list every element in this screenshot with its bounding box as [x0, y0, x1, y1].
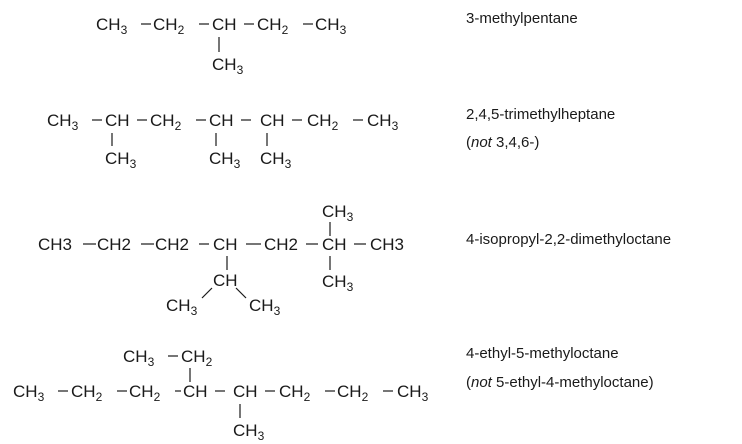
- substituent-group: CH3: [322, 272, 354, 294]
- note-open: (: [466, 374, 471, 391]
- isopropyl-ch: CH: [213, 271, 238, 290]
- substituent-group: CH3: [209, 149, 241, 171]
- structure-4-isopropyl-2-2-dimethyloctane: CH3 CH3 CH2 CH2 CH CH2 CH CH3 CH3 CH CH3…: [38, 202, 404, 318]
- substituent-group: CH3: [166, 296, 198, 318]
- chain-group: CH: [260, 111, 285, 130]
- note-not: not: [471, 374, 492, 391]
- chain-group: CH: [233, 382, 258, 401]
- note-open: (: [466, 134, 471, 151]
- chain-group: CH2: [129, 382, 161, 404]
- chain-group: CH: [105, 111, 130, 130]
- chain-group: CH2: [307, 111, 339, 133]
- chain-group: CH2: [155, 235, 189, 254]
- chain-group: CH2: [279, 382, 311, 404]
- chain-group: CH2: [257, 15, 289, 37]
- chain-group: CH2: [71, 382, 103, 404]
- substituent-group: CH3: [233, 421, 265, 443]
- chain-group: CH3: [13, 382, 45, 404]
- substituent-group: CH3: [322, 202, 354, 224]
- chain-group: CH: [183, 382, 208, 401]
- structure-4-ethyl-5-methyloctane: CH3 CH2 CH3 CH2 CH2 CH CH CH2 CH2 CH3 CH…: [13, 347, 429, 443]
- compound-name-1: 3-methylpentane: [466, 10, 578, 27]
- substituent-group: CH2: [181, 347, 213, 369]
- chain-group: CH3: [38, 235, 72, 254]
- chain-group: CH: [322, 235, 347, 254]
- chain-group: CH2: [150, 111, 182, 133]
- chain-group: CH3: [367, 111, 399, 133]
- chain-group: CH: [213, 235, 238, 254]
- compound-name-4: 4-ethyl-5-methyloctane: [466, 345, 619, 362]
- substituent-group: CH3: [249, 296, 281, 318]
- compound-name-3: 4-isopropyl-2,2-dimethyloctane: [466, 231, 672, 248]
- compound-note-2: (not 3,4,6-): [466, 134, 539, 152]
- substituent-group: CH3: [123, 347, 155, 369]
- compound-name-2: 2,4,5-trimethylheptane: [466, 106, 616, 123]
- chain-group: CH3: [315, 15, 347, 37]
- chain-group: CH3: [47, 111, 79, 133]
- bond: [201, 287, 213, 299]
- substituent-group: CH3: [212, 55, 244, 77]
- note-rest: 3,4,6-): [491, 134, 540, 151]
- chain-group: CH2: [337, 382, 369, 404]
- chain-group: CH3: [96, 15, 128, 37]
- chain-group: CH2: [264, 235, 298, 254]
- chain-group: CH2: [153, 15, 185, 37]
- bond: [235, 287, 247, 299]
- chain-group: CH3: [397, 382, 429, 404]
- substituent-group: CH3: [105, 149, 137, 171]
- chain-group: CH2: [97, 235, 131, 254]
- note-not: not: [471, 134, 492, 151]
- chain-group: CH: [212, 15, 237, 34]
- structure-3-methylpentane: CH3 CH2 CH CH2 CH3 CH3: [96, 15, 347, 77]
- note-rest: 5-ethyl-4-methyloctane): [491, 374, 654, 391]
- chain-group: CH3: [370, 235, 404, 254]
- structure-2-4-5-trimethylheptane: CH3 CH CH2 CH CH CH2 CH3 CH3 CH3 CH3: [47, 111, 399, 171]
- chain-group: CH: [209, 111, 234, 130]
- substituent-group: CH3: [260, 149, 292, 171]
- compound-note-4: (not 5-ethyl-4-methyloctane): [466, 374, 654, 392]
